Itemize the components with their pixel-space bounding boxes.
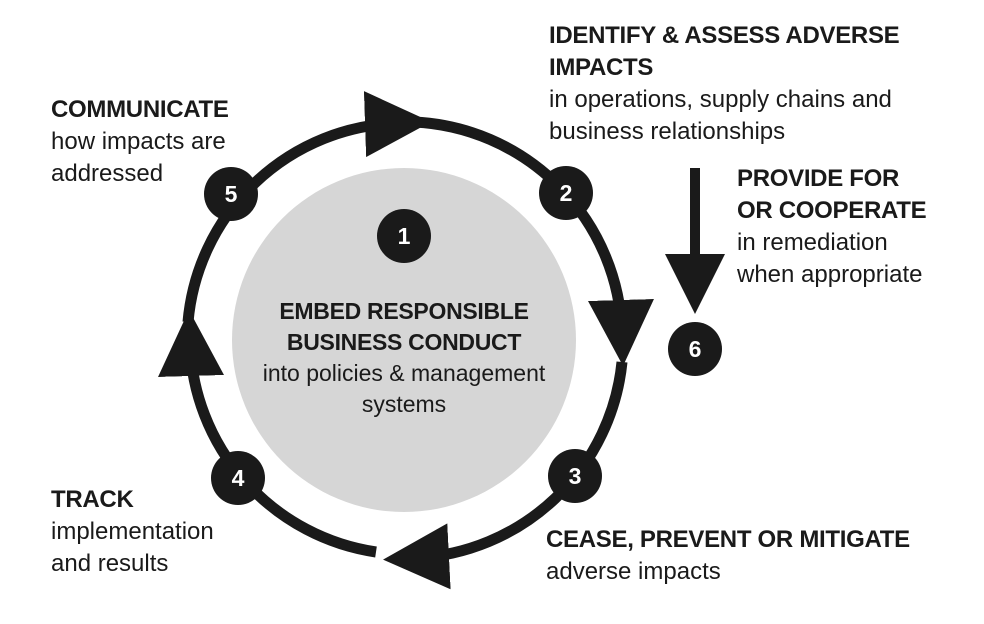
step-1-desc-line-1: into policies & management xyxy=(262,360,546,386)
badge-step-2: 2 xyxy=(539,166,593,220)
step-2-title-line-1: IDENTIFY & ASSESS ADVERSE xyxy=(549,22,900,49)
step-3-text: CEASE, PREVENT OR MITIGATE adverse impac… xyxy=(546,524,910,588)
badge-number: 5 xyxy=(225,181,238,207)
badge-step-6: 6 xyxy=(668,322,722,376)
badge-number: 2 xyxy=(560,180,573,206)
step-6-desc-line-1: in remediation xyxy=(737,229,888,256)
step-4-desc-line-2: and results xyxy=(51,550,169,577)
badge-step-1: 1 xyxy=(377,209,431,263)
step-2-desc-line-1: in operations, supply chains and xyxy=(549,86,892,113)
step-1-title-line-2: BUSINESS CONDUCT xyxy=(286,329,522,355)
step-1-desc-line-2: systems xyxy=(361,391,447,417)
step-6-desc-line-2: when appropriate xyxy=(737,261,923,288)
step-3-desc-line-1: adverse impacts xyxy=(546,558,721,585)
step-2-text: IDENTIFY & ASSESS ADVERSE IMPACTS in ope… xyxy=(549,20,900,148)
step-1-title-line-1: EMBED RESPONSIBLE xyxy=(279,298,529,324)
step-6-title-line-2: OR COOPERATE xyxy=(737,197,927,224)
step-2-title-line-2: IMPACTS xyxy=(549,54,654,81)
step-5-desc-line-1: how impacts are xyxy=(51,128,226,155)
step-6-text: PROVIDE FOR OR COOPERATE in remediation … xyxy=(737,163,927,291)
step-4-desc-line-1: implementation xyxy=(51,518,214,545)
step-5-text: COMMUNICATE how impacts are addressed xyxy=(51,94,229,190)
badge-number: 4 xyxy=(232,465,245,491)
badge-step-3: 3 xyxy=(548,449,602,503)
step-4-title: TRACK xyxy=(51,486,134,513)
step-5-desc-line-2: addressed xyxy=(51,160,164,187)
step-2-desc-line-2: business relationships xyxy=(549,118,786,145)
step-1-text: EMBED RESPONSIBLE BUSINESS CONDUCT into … xyxy=(234,296,574,420)
step-4-text: TRACK implementation and results xyxy=(51,484,214,580)
badge-step-5: 5 xyxy=(204,167,258,221)
badge-step-4: 4 xyxy=(211,451,265,505)
step-6-title-line-1: PROVIDE FOR xyxy=(737,165,900,192)
badge-number: 6 xyxy=(689,336,702,362)
step-5-title: COMMUNICATE xyxy=(51,96,229,123)
step-3-title: CEASE, PREVENT OR MITIGATE xyxy=(546,526,910,553)
center-circle xyxy=(232,168,576,512)
arc-bottom-right xyxy=(383,361,628,590)
badge-number: 1 xyxy=(398,223,411,249)
badge-number: 3 xyxy=(569,463,582,489)
